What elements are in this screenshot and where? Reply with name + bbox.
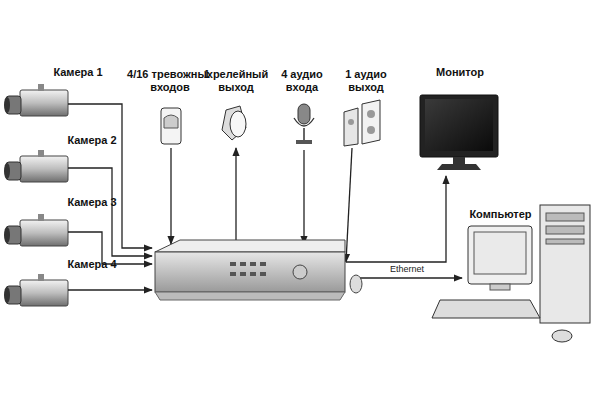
device-label: Камера 3 — [65, 196, 119, 209]
device-name: 1 релейный выход — [196, 68, 276, 93]
device-name: Монитор — [434, 66, 486, 79]
device-label: 1 аудио выход — [331, 68, 401, 93]
monitor — [420, 95, 498, 170]
device-name: Компьютер — [467, 208, 534, 221]
device-name: 1 аудио выход — [331, 68, 401, 93]
camera-icon — [4, 150, 68, 182]
device-name: Камера 1 — [51, 66, 105, 79]
camera-icon — [4, 84, 68, 116]
camera-icon — [4, 214, 68, 246]
device-name: 4/16 тревожных входов — [127, 68, 213, 93]
wires — [68, 104, 462, 290]
alarm-sensor — [161, 108, 181, 144]
mouse — [350, 275, 362, 293]
device-name: Камера 4 — [65, 258, 119, 271]
device-label: 4/16 тревожных входов — [127, 68, 213, 93]
microphone — [294, 104, 314, 144]
link-label: Ethernet — [388, 264, 426, 274]
device-label: 4 аудио входа — [267, 68, 337, 93]
device-label: Камера 4 — [65, 258, 119, 271]
device-label: 1 релейный выход — [196, 68, 276, 93]
device-label: Камера 1 — [51, 66, 105, 79]
device-name: Камера 3 — [65, 196, 119, 209]
dvr-recorder — [155, 240, 345, 300]
device-label: Камера 2 — [65, 134, 119, 147]
device-label: Монитор — [434, 66, 486, 79]
camera-icon — [4, 274, 68, 306]
device-label: Компьютер — [467, 208, 534, 221]
computer — [432, 205, 590, 342]
device-name: Камера 2 — [65, 134, 119, 147]
camera-icons — [4, 84, 68, 306]
speakers — [344, 100, 380, 146]
relay-lamp — [222, 106, 246, 140]
device-name: 4 аудио входа — [267, 68, 337, 93]
